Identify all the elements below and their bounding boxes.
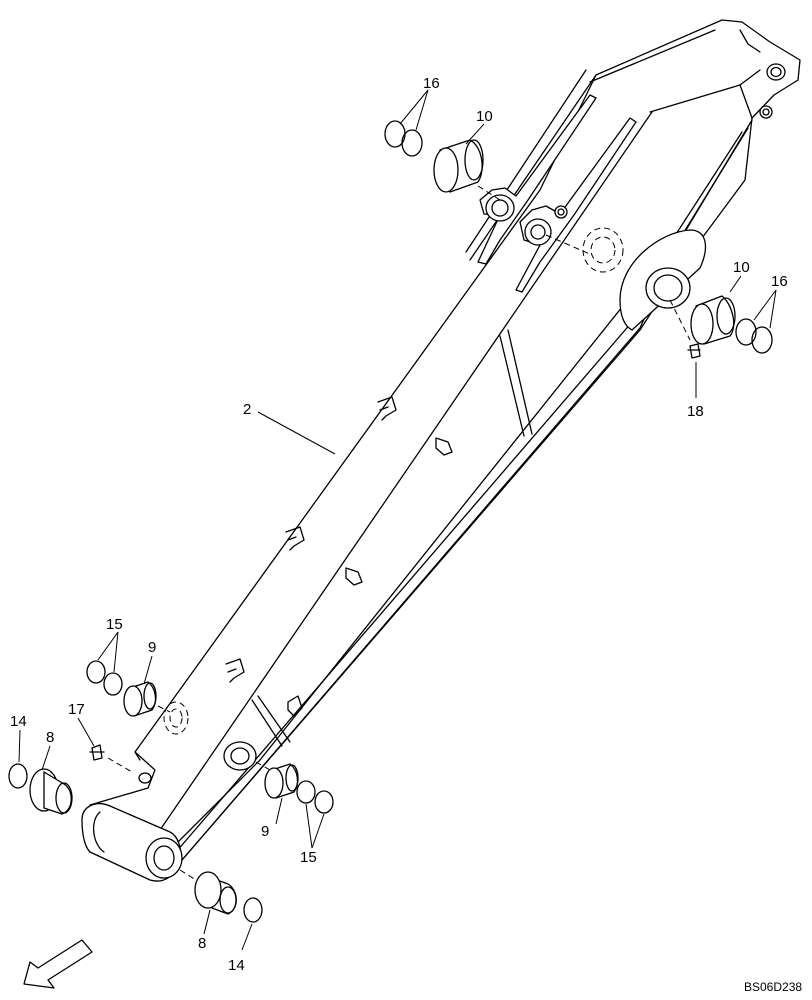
callout-16-top: 16 (423, 75, 440, 92)
shim-15-right (296, 780, 334, 814)
side-lug-2 (345, 567, 363, 586)
bushing-10-top (433, 139, 484, 193)
callout-17: 17 (68, 701, 85, 718)
callout-18: 18 (687, 403, 704, 420)
callout-9-right: 9 (261, 823, 269, 840)
callout-labels: 16 10 10 16 18 2 15 9 17 14 8 9 15 8 14 (10, 75, 788, 974)
centerlines (107, 185, 691, 881)
front-direction-arrow-icon (23, 939, 93, 989)
ring-14-bottom (243, 897, 263, 923)
shim-15-left (86, 660, 123, 696)
side-lug-3 (287, 695, 303, 717)
grease-fitting-17 (89, 744, 105, 761)
callout-15-right: 15 (300, 849, 317, 866)
callout-10-top: 10 (476, 108, 493, 125)
document-code: BS06D238 (744, 980, 802, 994)
shim-16-top (384, 120, 423, 157)
callout-14-bottom: 14 (228, 957, 245, 974)
callout-9-left: 9 (148, 639, 156, 656)
boom-outline (89, 19, 801, 861)
bushing-8-bottom (194, 871, 237, 915)
bushing-10-right (690, 295, 736, 345)
lifting-lug-3 (225, 658, 245, 683)
lifting-lug-2 (285, 526, 305, 551)
callout-8-bottom: 8 (198, 935, 206, 952)
bushing-8-top (29, 768, 73, 815)
leader-lines (18, 89, 777, 951)
ring-14-top (8, 763, 28, 789)
callout-2: 2 (243, 401, 251, 418)
side-lug-1 (435, 437, 453, 456)
callout-8-top: 8 (46, 729, 54, 746)
boom-assembly (81, 19, 801, 882)
shim-16-right (735, 318, 773, 354)
pin-bushing-9-right (264, 763, 299, 799)
pin-bushing-9-left (123, 681, 157, 717)
callout-16-right: 16 (771, 273, 788, 290)
lifting-lug-1 (377, 396, 397, 421)
callout-15-left: 15 (106, 616, 123, 633)
grease-fitting-18 (687, 343, 701, 359)
callout-10-right: 10 (733, 259, 750, 276)
callout-14-top: 14 (10, 713, 27, 730)
